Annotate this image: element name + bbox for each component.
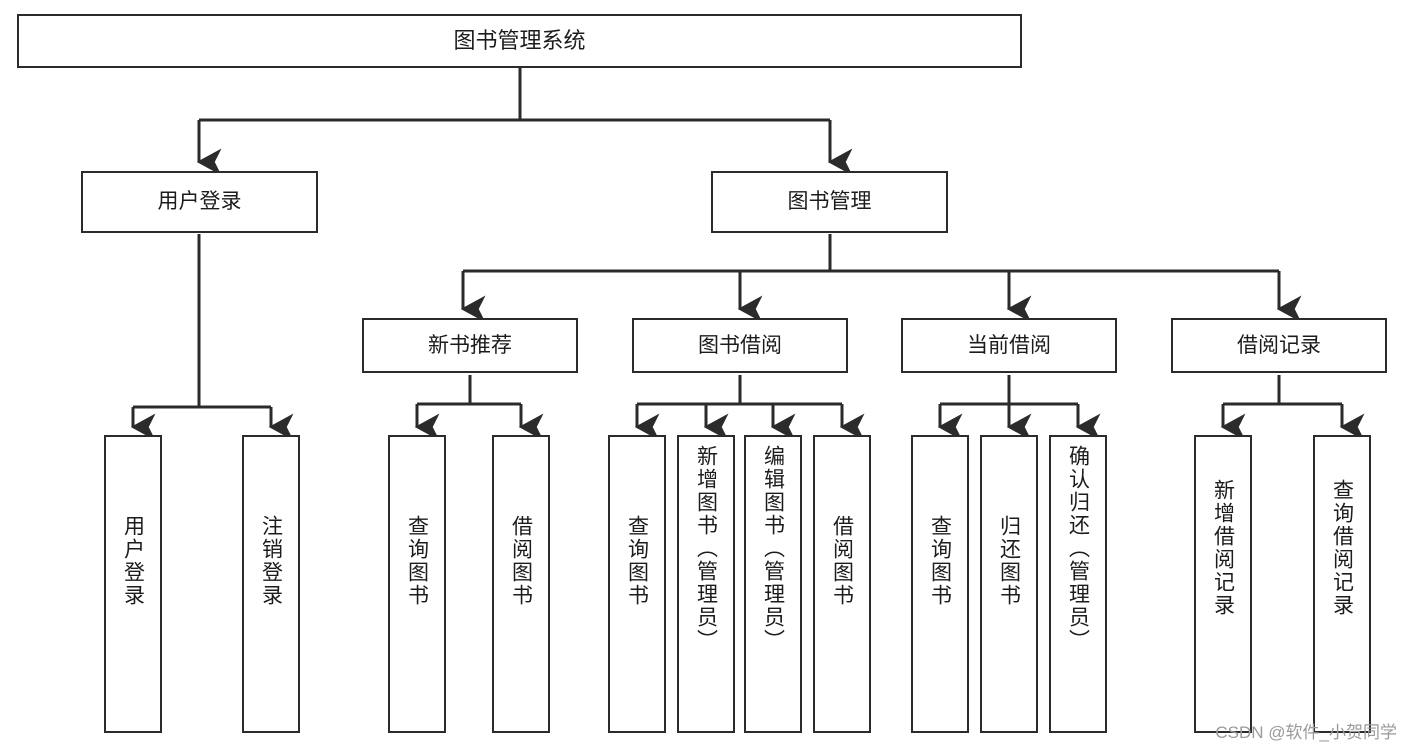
node-label: 图书管理系统 — [453, 27, 586, 53]
node-leaf-return-book[interactable]: 归还图书 — [980, 435, 1038, 733]
node-leaf-query-book-2[interactable]: 查询图书 — [608, 435, 666, 733]
node-label: 新增图书（管理员） — [694, 445, 718, 652]
node-label: 用户登录 — [157, 190, 242, 214]
node-leaf-logout-login[interactable]: 注销登录 — [242, 435, 300, 733]
node-leaf-confirm-return[interactable]: 确认归还（管理员） — [1049, 435, 1107, 733]
node-label: 新书推荐 — [428, 333, 512, 357]
node-label: 注销登录 — [259, 515, 283, 607]
node-leaf-borrow-book-2[interactable]: 借阅图书 — [813, 435, 871, 733]
node-label: 当前借阅 — [967, 333, 1051, 357]
node-book-management[interactable]: 图书管理 — [711, 171, 948, 233]
node-leaf-add-book[interactable]: 新增图书（管理员） — [677, 435, 735, 733]
csdn-watermark: CSDN @软件_小贺同学 — [1215, 723, 1397, 742]
node-leaf-add-record[interactable]: 新增借阅记录 — [1194, 435, 1252, 733]
node-label: 查询借阅记录 — [1330, 479, 1354, 617]
node-user-login[interactable]: 用户登录 — [81, 171, 318, 233]
node-label: 借阅图书 — [830, 515, 854, 607]
node-label: 图书借阅 — [698, 333, 782, 357]
node-current-borrow[interactable]: 当前借阅 — [901, 318, 1117, 373]
node-label: 查询图书 — [405, 515, 429, 607]
node-leaf-borrow-book-1[interactable]: 借阅图书 — [492, 435, 550, 733]
node-new-book-recommend[interactable]: 新书推荐 — [362, 318, 578, 373]
node-leaf-query-record[interactable]: 查询借阅记录 — [1313, 435, 1371, 733]
node-borrow-record[interactable]: 借阅记录 — [1171, 318, 1387, 373]
node-root-system[interactable]: 图书管理系统 — [17, 14, 1022, 68]
node-label: 编辑图书（管理员） — [761, 445, 785, 652]
node-leaf-query-book-1[interactable]: 查询图书 — [388, 435, 446, 733]
node-label: 查询图书 — [625, 515, 649, 607]
node-leaf-edit-book[interactable]: 编辑图书（管理员） — [744, 435, 802, 733]
node-label: 查询图书 — [928, 515, 952, 607]
node-label: 归还图书 — [997, 515, 1021, 607]
node-book-borrow[interactable]: 图书借阅 — [632, 318, 848, 373]
node-label: 图书管理 — [787, 190, 872, 214]
node-label: 新增借阅记录 — [1211, 479, 1235, 617]
node-leaf-query-book-3[interactable]: 查询图书 — [911, 435, 969, 733]
node-label: 借阅图书 — [509, 515, 533, 607]
node-label: 用户登录 — [121, 515, 145, 607]
node-label: 确认归还（管理员） — [1066, 445, 1090, 652]
node-label: 借阅记录 — [1237, 333, 1321, 357]
node-leaf-user-login[interactable]: 用户登录 — [104, 435, 162, 733]
